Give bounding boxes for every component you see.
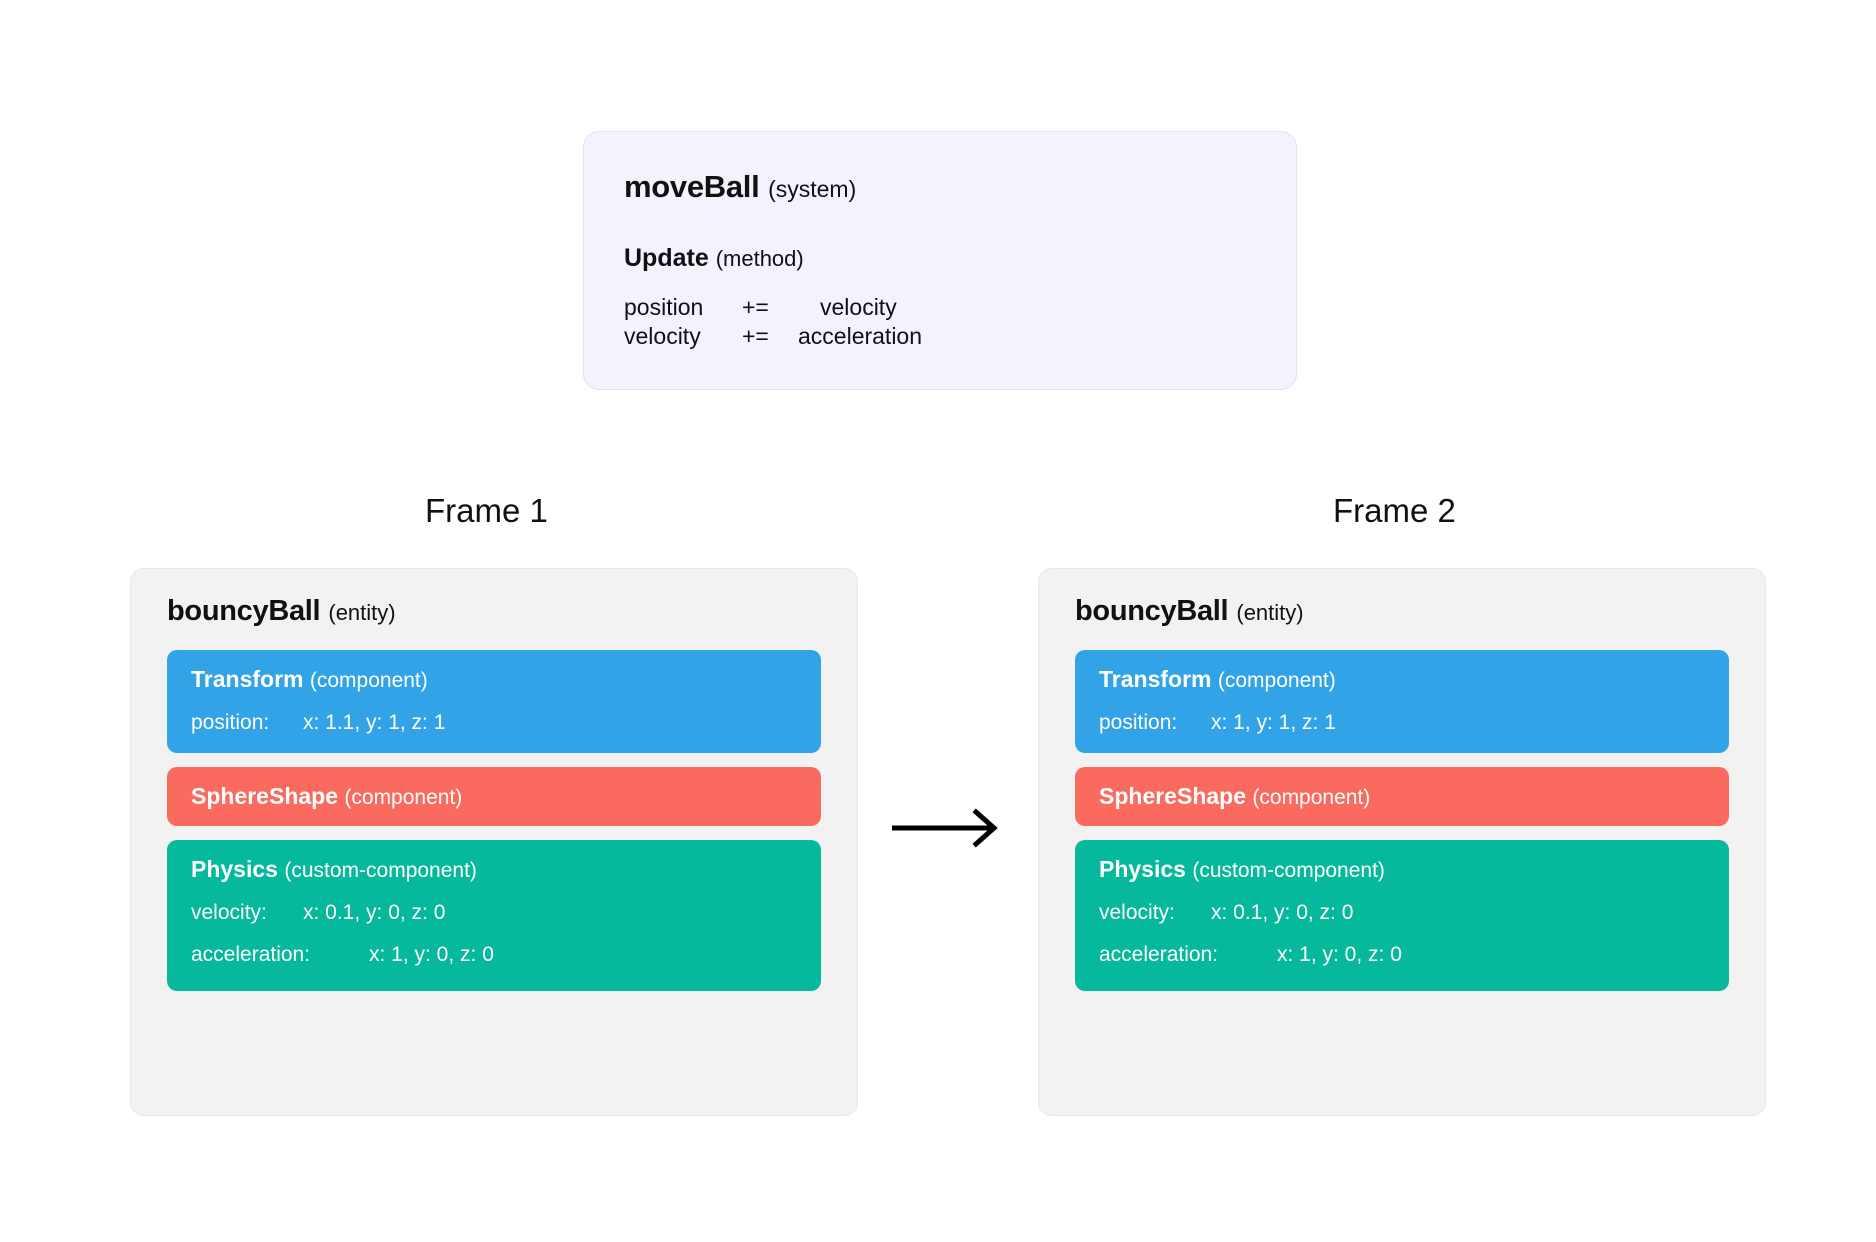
frame-label-1: Frame 1	[425, 492, 548, 529]
entity-title: bouncyBall (entity)	[1075, 595, 1729, 628]
code-operator: +=	[742, 294, 769, 321]
component-name: SphereShape	[1099, 783, 1246, 809]
component-name: SphereShape	[191, 783, 338, 809]
property-value: x: 0.1, y: 0, z: 0	[1211, 901, 1354, 924]
component-kind: (custom-component)	[1192, 859, 1385, 882]
component-sphereshape: SphereShape (component)	[167, 767, 821, 826]
system-name: moveBall	[624, 169, 760, 204]
component-property-row: acceleration: x: 1, y: 0, z: 0	[191, 943, 797, 967]
component-title: Transform (component)	[1099, 666, 1705, 693]
component-physics: Physics (custom-component) velocity: x: …	[167, 840, 821, 991]
property-label: acceleration:	[1099, 943, 1219, 966]
component-name: Physics	[1099, 856, 1186, 882]
property-label: velocity:	[1099, 901, 1175, 924]
property-value: x: 1, y: 0, z: 0	[369, 943, 494, 966]
code-line: position += velocity	[624, 293, 1256, 322]
component-kind: (component)	[344, 786, 463, 809]
entity-name: bouncyBall	[1075, 595, 1229, 627]
component-kind: (custom-component)	[284, 859, 477, 882]
component-title: SphereShape (component)	[191, 783, 797, 810]
component-sphereshape: SphereShape (component)	[1075, 767, 1729, 826]
code-lhs: position	[624, 294, 704, 321]
property-label: position:	[191, 711, 270, 734]
component-title: Physics (custom-component)	[191, 856, 797, 883]
entity-kind: (entity)	[1236, 600, 1304, 625]
entity-kind: (entity)	[328, 600, 396, 625]
code-operator: +=	[742, 323, 769, 350]
entity-name: bouncyBall	[167, 595, 321, 627]
system-title: moveBall (system)	[624, 169, 1256, 204]
code-rhs: velocity	[820, 294, 897, 321]
component-physics: Physics (custom-component) velocity: x: …	[1075, 840, 1729, 991]
component-property-row: acceleration: x: 1, y: 0, z: 0	[1099, 943, 1705, 967]
system-method-kind: (method)	[715, 246, 804, 272]
system-kind: (system)	[768, 176, 857, 202]
property-value: x: 0.1, y: 0, z: 0	[303, 901, 446, 924]
component-kind: (component)	[1252, 786, 1371, 809]
component-name: Transform	[191, 666, 304, 692]
component-transform: Transform (component) position: x: 1, y:…	[1075, 650, 1729, 753]
system-method-name: Update	[624, 244, 709, 273]
component-kind: (component)	[1217, 669, 1336, 692]
system-method-title: Update (method)	[624, 244, 1256, 273]
entity-card-frame2: bouncyBall (entity) Transform (component…	[1038, 568, 1766, 1116]
component-transform: Transform (component) position: x: 1.1, …	[167, 650, 821, 753]
code-line: velocity += acceleration	[624, 322, 1256, 351]
entity-card-frame1: bouncyBall (entity) Transform (component…	[130, 568, 858, 1116]
property-label: velocity:	[191, 901, 267, 924]
property-label: acceleration:	[191, 943, 311, 966]
system-code-block: position += velocity velocity += acceler…	[624, 293, 1256, 351]
system-box: moveBall (system) Update (method) positi…	[583, 131, 1297, 390]
property-value: x: 1, y: 1, z: 1	[1211, 711, 1336, 734]
arrow-right-icon	[892, 808, 1004, 848]
component-name: Transform	[1099, 666, 1212, 692]
component-property-row: velocity: x: 0.1, y: 0, z: 0	[1099, 901, 1705, 925]
component-property-row: velocity: x: 0.1, y: 0, z: 0	[191, 901, 797, 925]
code-rhs: acceleration	[798, 323, 923, 350]
entity-title: bouncyBall (entity)	[167, 595, 821, 628]
property-value: x: 1.1, y: 1, z: 1	[303, 711, 446, 734]
property-value: x: 1, y: 0, z: 0	[1277, 943, 1402, 966]
component-name: Physics	[191, 856, 278, 882]
component-title: SphereShape (component)	[1099, 783, 1705, 810]
component-property-row: position: x: 1.1, y: 1, z: 1	[191, 711, 797, 735]
code-lhs: velocity	[624, 323, 701, 350]
component-title: Physics (custom-component)	[1099, 856, 1705, 883]
component-kind: (component)	[309, 669, 428, 692]
component-title: Transform (component)	[191, 666, 797, 693]
property-label: position:	[1099, 711, 1178, 734]
frame-label-2: Frame 2	[1333, 492, 1456, 529]
component-property-row: position: x: 1, y: 1, z: 1	[1099, 711, 1705, 735]
